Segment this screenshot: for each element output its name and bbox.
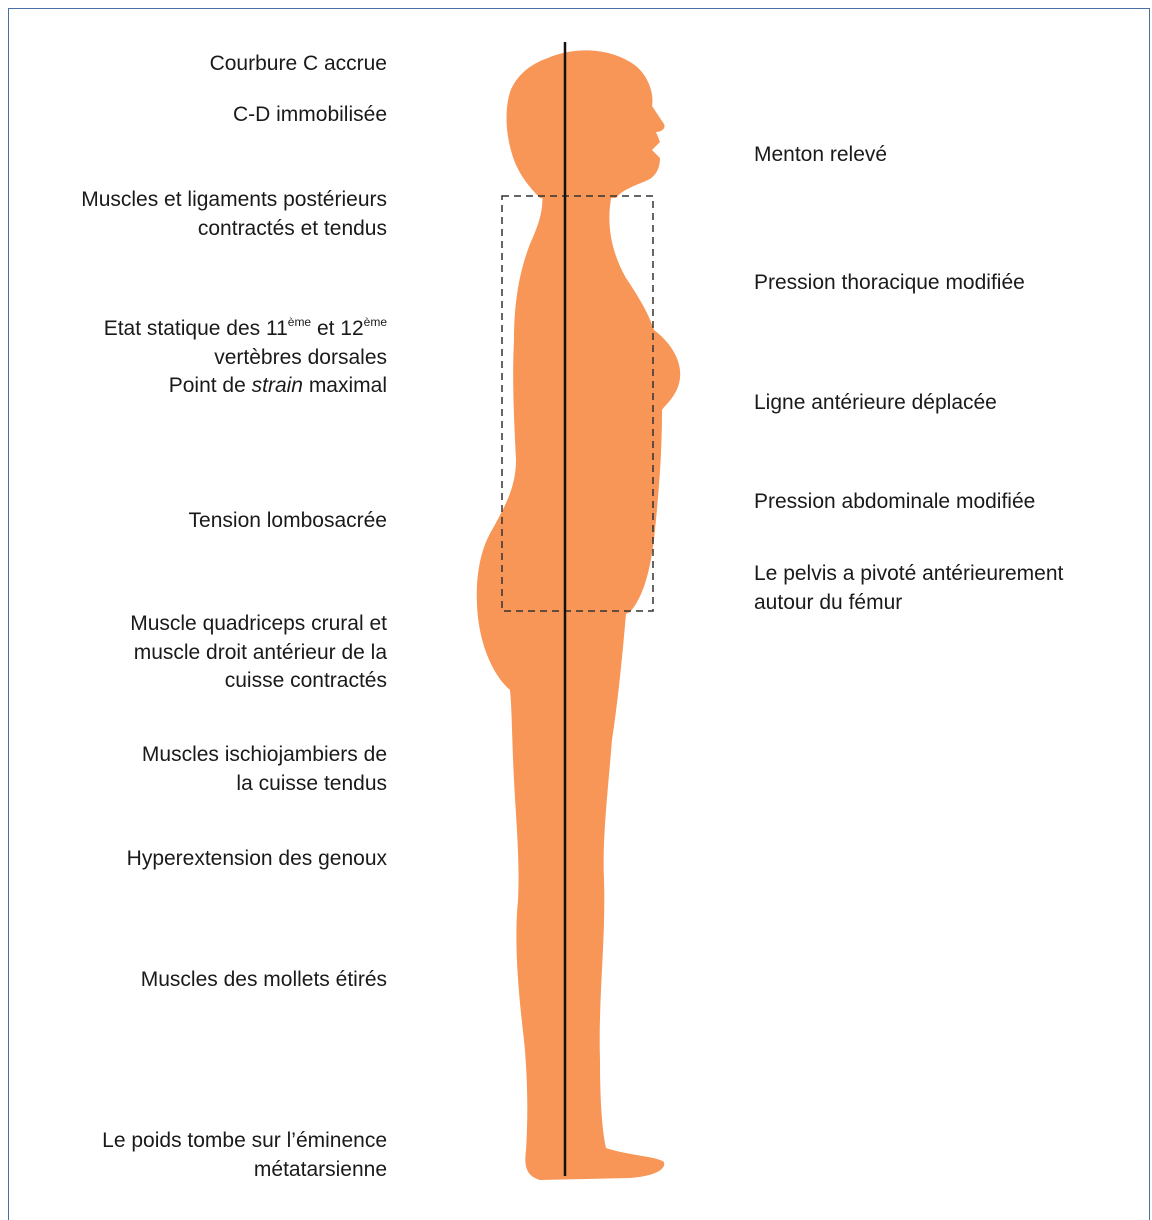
label-cd-immobilisee: C-D immobilisée [233,101,387,130]
label-ligne-anterieure: Ligne antérieure déplacée [754,389,997,418]
label-hyperextension: Hyperextension des genoux [127,845,387,874]
label-muscles-posterieurs: Muscles et ligaments postérieurs contrac… [81,186,387,243]
label-pression-abdominale: Pression abdominale modifiée [754,488,1035,517]
body-silhouette [477,194,680,1180]
label-pression-thoracique: Pression thoracique modifiée [754,269,1025,298]
label-mollets: Muscles des mollets étirés [141,966,387,995]
label-quadriceps: Muscle quadriceps crural et muscle droit… [130,610,387,696]
label-ischiojambiers: Muscles ischiojambiers de la cuisse tend… [142,741,387,798]
label-tension-lombosacree: Tension lombosacrée [189,507,387,536]
label-pelvis: Le pelvis a pivoté antérieurement autour… [754,560,1063,617]
label-etat-statique: Etat statique des 11ème et 12ème vertèbr… [104,315,387,401]
label-courbure: Courbure C accrue [210,50,387,79]
label-menton: Menton relevé [754,141,887,170]
label-poids: Le poids tombe sur l’éminence métatarsie… [102,1127,387,1184]
head-silhouette [507,50,665,198]
